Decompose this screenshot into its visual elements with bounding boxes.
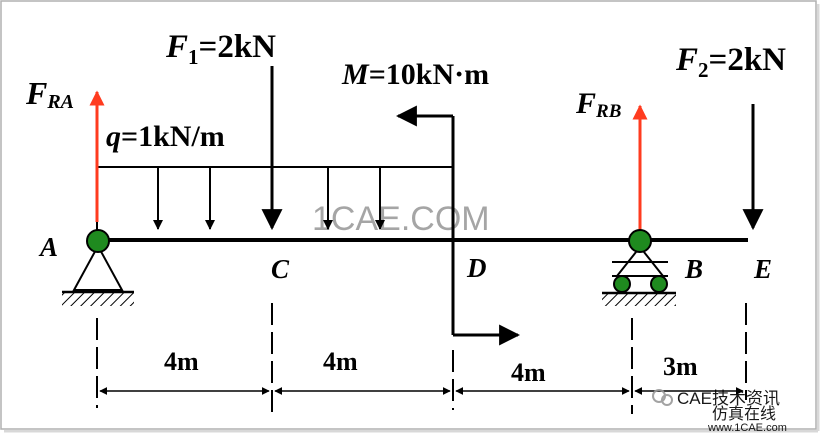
watermark-center: 1CAE.COM bbox=[312, 200, 490, 238]
pin-support-a bbox=[62, 229, 134, 306]
svg-text:www.1CAE.com: www.1CAE.com bbox=[707, 422, 787, 434]
roller-support-b bbox=[602, 229, 676, 306]
label-moment: M=10kN·m bbox=[341, 58, 489, 91]
roller-wheel bbox=[613, 275, 631, 293]
label-frb: FRB bbox=[575, 87, 621, 122]
svg-text:CAE技术资讯: CAE技术资讯 bbox=[677, 389, 780, 408]
svg-text:仿真在线: 仿真在线 bbox=[712, 405, 776, 423]
label-f1: F1=2kN bbox=[165, 29, 276, 69]
dim-label-db: 4m bbox=[511, 358, 546, 387]
pin-a-joint bbox=[86, 229, 110, 253]
roller-wheel bbox=[650, 275, 668, 293]
label-point-b: B bbox=[684, 254, 703, 284]
watermark-brand: CAE技术资讯 仿真在线 www.1CAE.com bbox=[652, 389, 787, 434]
label-point-e: E bbox=[753, 254, 772, 284]
dim-label-ac: 4m bbox=[164, 347, 199, 376]
label-point-c: C bbox=[271, 254, 290, 284]
extension-lines bbox=[96, 303, 747, 414]
label-fra: FRA bbox=[25, 75, 74, 113]
pin-b-joint bbox=[628, 229, 652, 253]
dim-label-be: 3m bbox=[663, 352, 698, 381]
label-point-d: D bbox=[466, 253, 487, 283]
label-f2: F2=2kN bbox=[675, 42, 786, 82]
label-q: q=1kN/m bbox=[106, 120, 225, 153]
dim-label-cd: 4m bbox=[323, 347, 358, 376]
label-point-a: A bbox=[38, 232, 58, 262]
moment-m-symbol bbox=[395, 105, 521, 346]
